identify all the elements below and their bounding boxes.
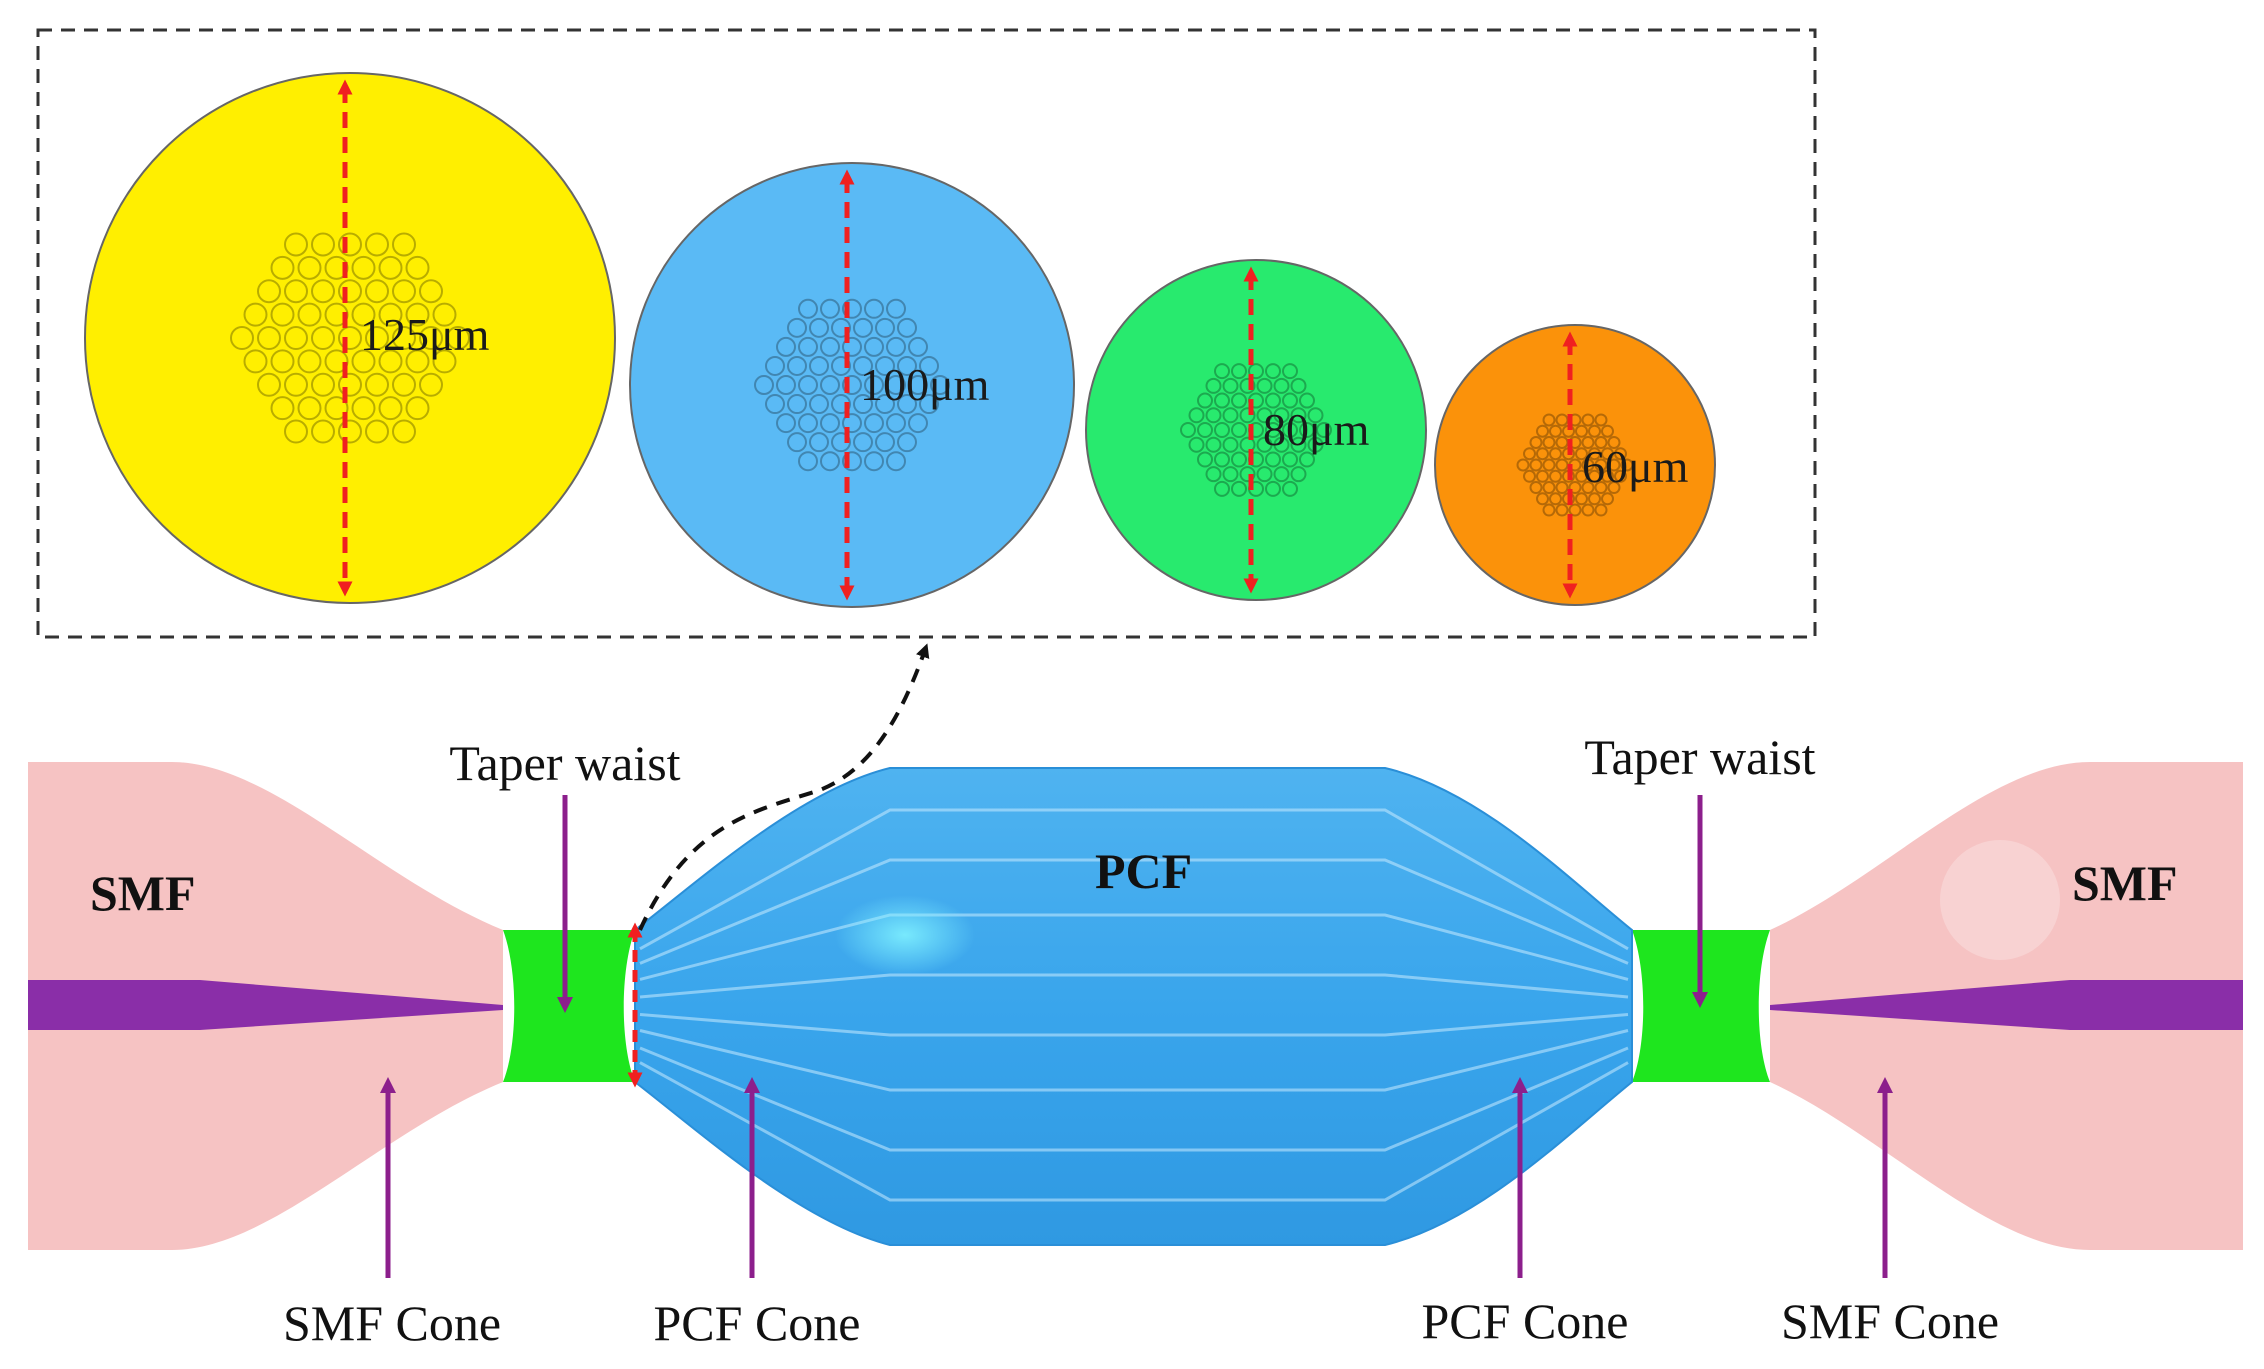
cross-section-4: 60μm [1434,324,1716,606]
pcf-facet-lines [639,808,1629,1202]
taper-waist-left [503,930,635,1082]
pcf-facet-line [639,1046,1629,1152]
pcf-highlight [835,895,975,975]
fiber-cladding [84,72,616,604]
smf-cone-right-label: SMF Cone [1781,1293,1999,1349]
pcf-cone-left-label: PCF Cone [653,1295,860,1351]
pcf-label: PCF [1095,843,1192,899]
inset-pointer-arrow [638,643,930,931]
diameter-label: 125μm [360,309,490,360]
smf-right-label: SMF [2072,855,2178,911]
pcf-body [634,767,1633,1246]
smf-left-core [28,980,503,1030]
pcf-facet-line [639,1029,1629,1092]
cross-sections: 125μm 100μm 80μm 60μm [84,72,1716,608]
cross-section-3: 80μm [1085,259,1427,601]
cross-section-1: 125μm [84,72,616,604]
pcf-facet-line [639,973,1629,999]
fiber-cladding [1085,259,1427,601]
pcf-facet-line [639,858,1629,965]
pcf-facet-line [639,913,1629,981]
smf-right-highlight [1940,840,2060,960]
diameter-label: 60μm [1582,441,1689,492]
pcf-facet-line [639,1061,1629,1202]
taper-waist-right-label: Taper waist [1584,729,1815,785]
smf-left-label: SMF [90,865,196,921]
fiber-cladding [629,162,1075,608]
inset-frame [36,28,1817,639]
diameter-label: 80μm [1263,404,1370,455]
pcf-facet-line [639,808,1629,951]
pcf-cone-right-label: PCF Cone [1421,1293,1628,1349]
taper-waist-left-label: Taper waist [449,735,680,791]
smf-cone-left-label: SMF Cone [283,1295,501,1351]
cross-section-2: 100μm [629,162,1075,608]
smf-right-core [1770,980,2243,1030]
pcf-facet-line [639,1012,1629,1037]
diameter-label: 100μm [860,359,990,410]
